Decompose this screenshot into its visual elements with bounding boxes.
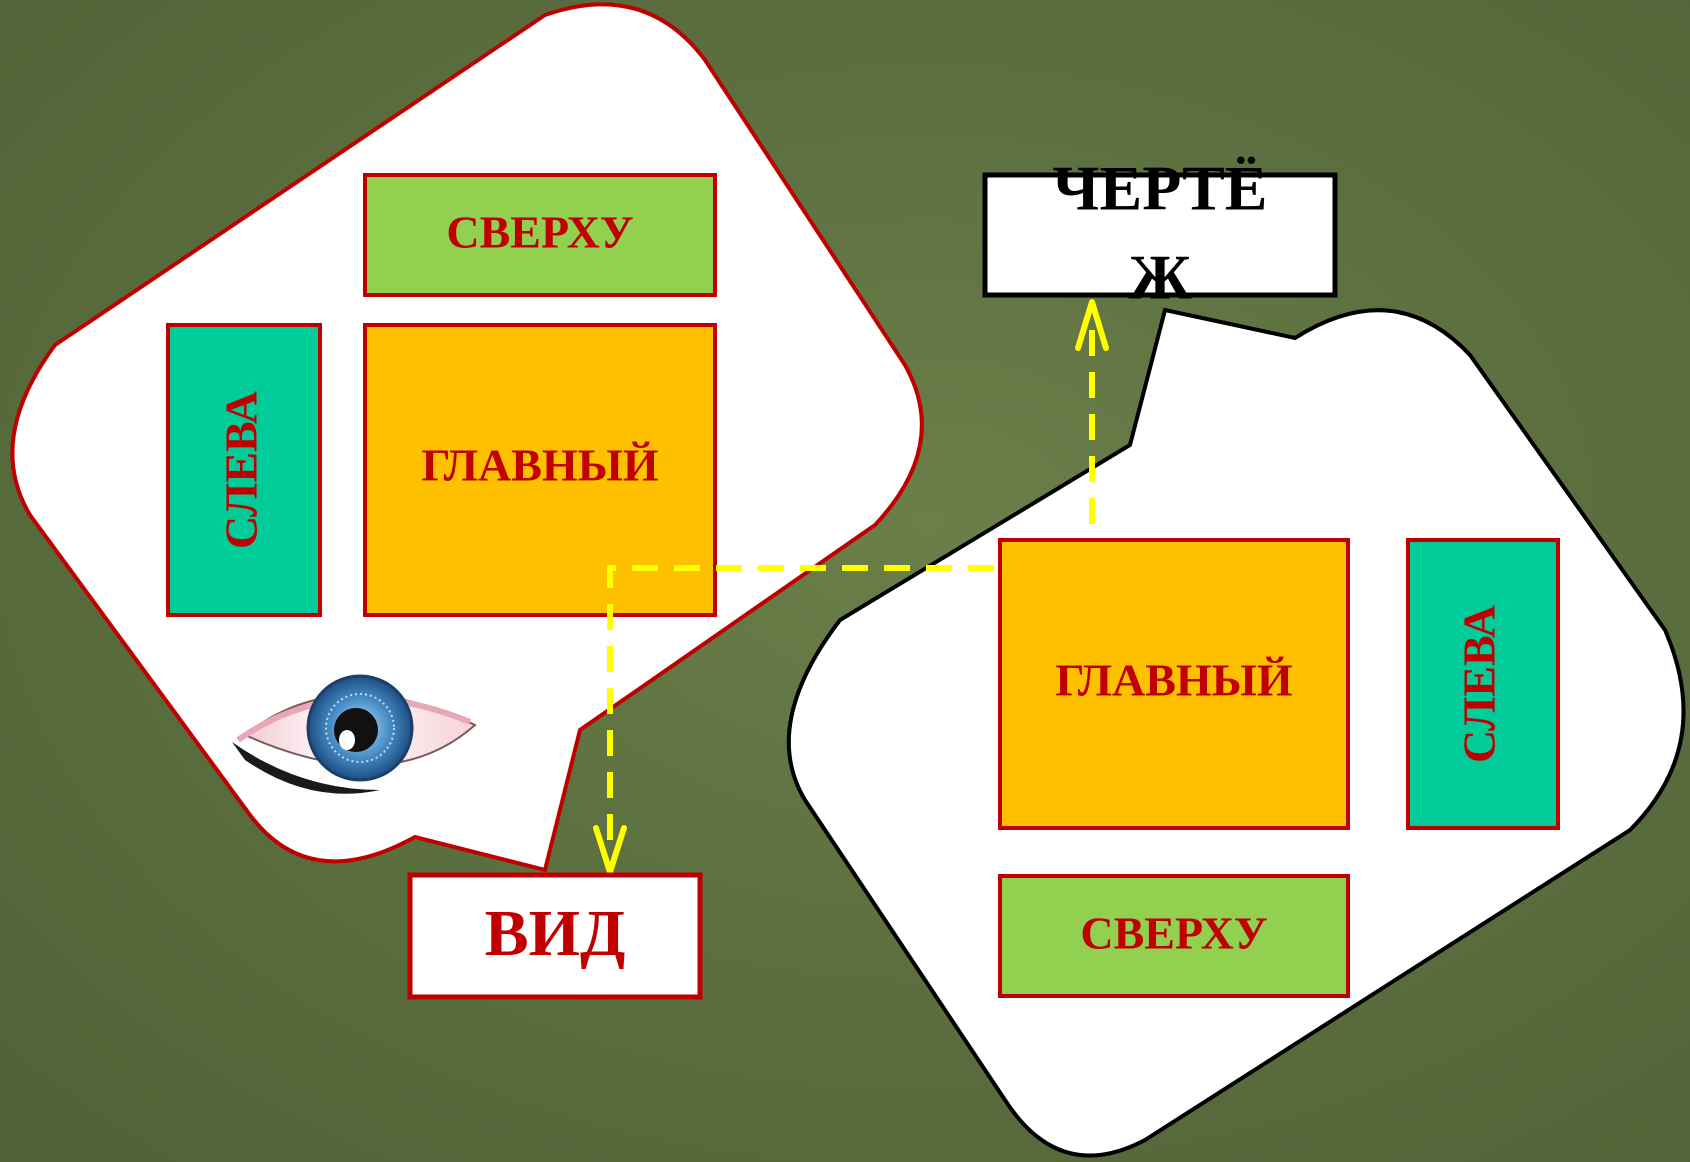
drawing-caption-line2: Ж (1128, 242, 1192, 313)
eye-icon (232, 674, 477, 794)
arrow-head-down (593, 825, 627, 875)
arrow-head-up (1075, 299, 1109, 351)
drawing-front-view-box (998, 538, 1350, 830)
projection-arrows (607, 330, 1095, 848)
view-caption-box (407, 872, 703, 1000)
top-view-label: СВЕРХУ (446, 207, 633, 258)
drawing-top-view-box (998, 874, 1350, 998)
drawing-left-view-label: СЛЕВА (1454, 605, 1505, 763)
left-view-label: СЛЕВА (216, 391, 267, 549)
left-view-box (166, 323, 322, 617)
drawing-caption-line1: ЧЕРТЁ (1053, 153, 1268, 224)
drawing-caption-box (982, 172, 1338, 298)
drawing-top-view-label: СВЕРХУ (1080, 908, 1267, 959)
drawing-left-view-box (1406, 538, 1560, 830)
drawing-front-view-label: ГЛАВНЫЙ (1055, 655, 1292, 706)
front-view-label: ГЛАВНЫЙ (421, 440, 658, 491)
view-caption: ВИД (485, 897, 626, 970)
top-view-box (363, 173, 717, 297)
